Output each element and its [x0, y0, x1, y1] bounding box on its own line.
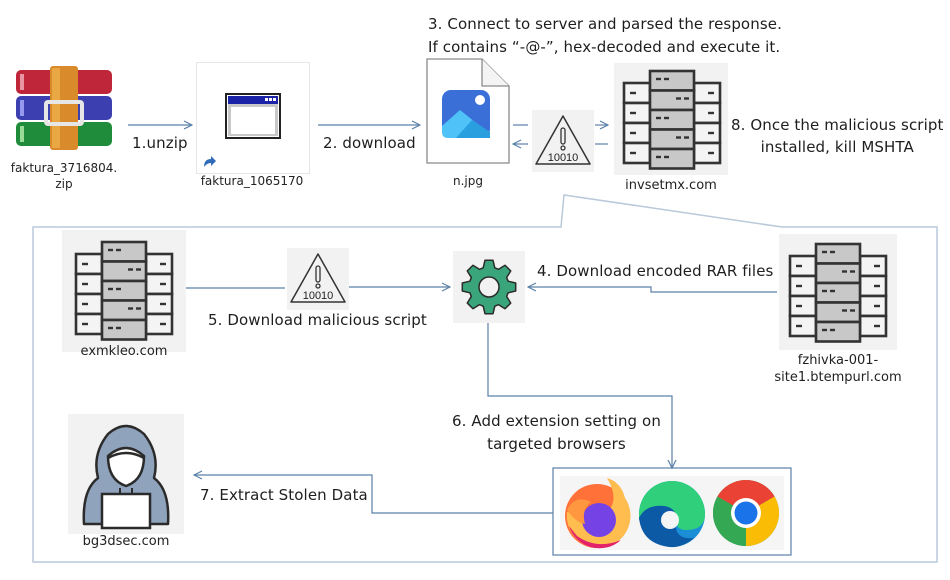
image-file-node[interactable]: [426, 58, 510, 164]
shortcut-file-label: faktura_1065170: [200, 174, 304, 188]
server-invsetmx-node[interactable]: [614, 63, 728, 175]
gear-icon: [461, 259, 517, 315]
firefox-icon: [565, 478, 631, 549]
attacker-node[interactable]: [68, 414, 184, 534]
gear-node: [453, 251, 525, 323]
binary-warning-icon: 10010: [535, 115, 591, 165]
zip-file-label: faktura_3716804. zip: [10, 161, 118, 191]
server-invsetmx-label: invsetmx.com: [625, 178, 717, 193]
warning-2-text: 10010: [303, 290, 334, 302]
step-4-label: 4. Download encoded RAR files: [537, 262, 774, 280]
image-file-icon: [426, 58, 510, 164]
browsers-node[interactable]: [560, 476, 784, 550]
step-8-label: 8. Once the malicious script installed, …: [731, 116, 944, 156]
edge-icon: [639, 481, 705, 548]
browsers-frame: [552, 467, 792, 556]
binary-warning-icon: 10010: [290, 253, 346, 303]
hacker-icon: [82, 424, 170, 530]
server-rack-icon: [788, 242, 888, 343]
server-fzhivka-label: fzhivka-001- site1.btempurl.com: [774, 353, 902, 385]
arrow-browsers-attacker: [194, 475, 553, 514]
chrome-icon: [712, 479, 780, 546]
server-exmkleo-node[interactable]: [62, 230, 186, 352]
browser-icons: [560, 476, 784, 550]
warning-1-text: 10010: [548, 152, 579, 164]
step-2-label: 2. download: [323, 134, 416, 152]
gear-hole: [478, 276, 500, 298]
step-1-label: 1.unzip: [132, 134, 188, 152]
step-3-label: 3. Connect to server and parsed the resp…: [428, 15, 782, 56]
application-window-icon: [225, 93, 281, 139]
callout-container-box: [32, 194, 938, 563]
arrow-fzhivka: [528, 287, 777, 293]
server-rack-icon: [74, 240, 174, 341]
server-fzhivka-node[interactable]: [779, 234, 897, 350]
winrar-archive-icon: [16, 66, 112, 150]
zip-file-node[interactable]: [14, 66, 114, 152]
server-exmkleo-label: exmkleo.com: [80, 344, 168, 359]
attacker-label: bg3dsec.com: [82, 534, 170, 549]
shortcut-file-node[interactable]: [196, 62, 310, 174]
image-file-label: n.jpg: [453, 174, 483, 188]
step-5-label: 5. Download malicious script: [208, 311, 427, 329]
warning-node-2: 10010: [287, 248, 349, 310]
step-6-label: 6. Add extension setting on targeted bro…: [452, 412, 661, 453]
arrow-gear-browsers: [487, 323, 672, 468]
warning-node-1: 10010: [532, 110, 594, 172]
server-rack-icon: [622, 69, 722, 170]
shortcut-arrow-icon: [201, 153, 217, 169]
step-7-label: 7. Extract Stolen Data: [200, 486, 368, 504]
